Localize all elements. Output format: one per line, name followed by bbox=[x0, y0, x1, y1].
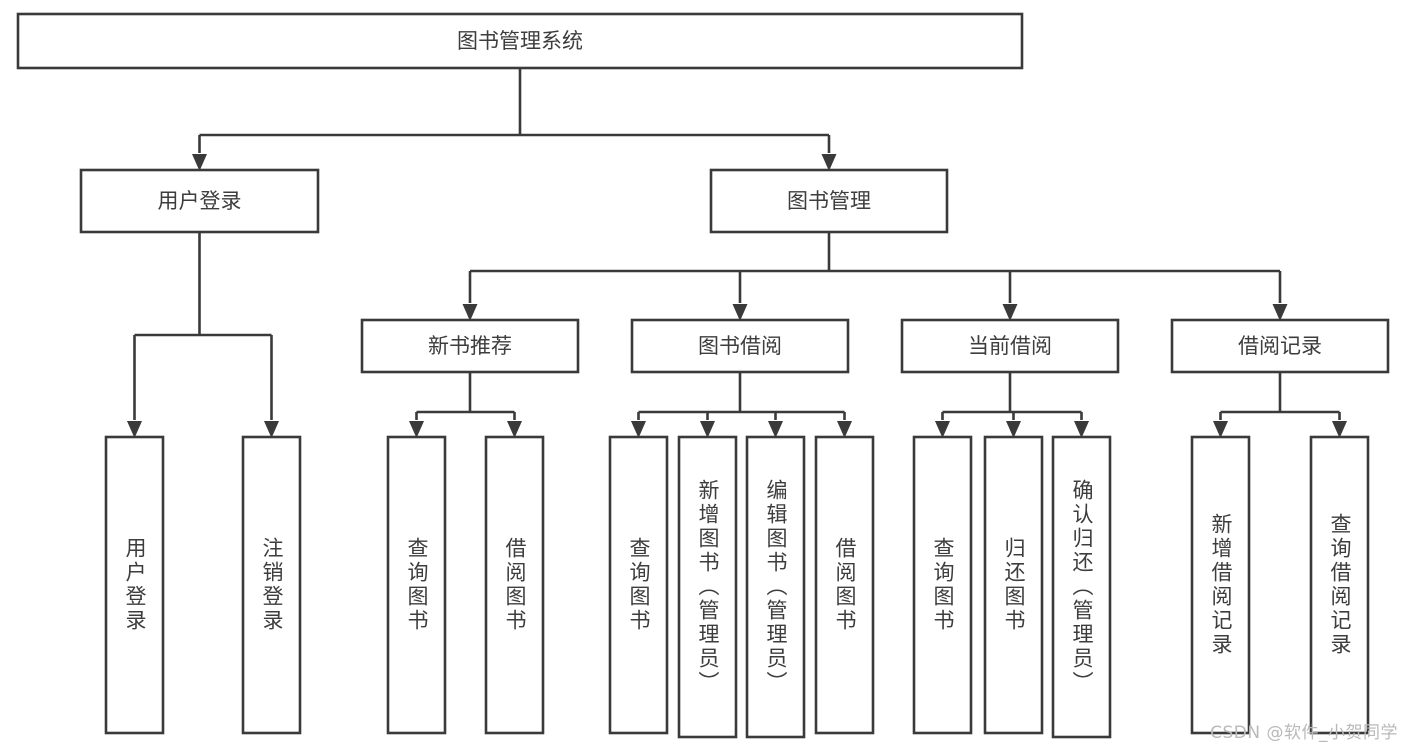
node-box-user-login[interactable] bbox=[79, 168, 320, 234]
node-box-bb-query-book[interactable] bbox=[608, 435, 669, 735]
node-box-cb-query-book[interactable] bbox=[912, 435, 973, 735]
arrow-head-icon bbox=[935, 421, 950, 438]
arrow-head-icon bbox=[192, 154, 207, 171]
node-box-cb-return-book[interactable] bbox=[983, 435, 1044, 735]
arrow-head-icon bbox=[127, 421, 142, 438]
arrow-head-icon bbox=[1074, 421, 1089, 438]
node-label-borrow-record: 借阅记录 bbox=[1238, 334, 1322, 358]
arrow-head-icon bbox=[1272, 304, 1288, 321]
node-label-user-login: 用户登录 bbox=[158, 189, 242, 213]
node-box-bb-edit-book-admin[interactable] bbox=[745, 435, 806, 739]
arrow-head-icon bbox=[821, 154, 837, 171]
arrow-head-icon bbox=[1002, 304, 1018, 321]
arrow-head-icon bbox=[1006, 421, 1021, 438]
node-box-root[interactable] bbox=[16, 12, 1024, 70]
node-box-cb-confirm-return-admin[interactable] bbox=[1051, 435, 1112, 739]
arrow-head-icon bbox=[1332, 421, 1347, 438]
node-label-book-management: 图书管理 bbox=[787, 189, 871, 213]
node-label-root: 图书管理系统 bbox=[457, 29, 583, 53]
node-box-nbr-borrow-book[interactable] bbox=[484, 435, 545, 735]
node-label-book-borrow: 图书借阅 bbox=[698, 334, 782, 358]
node-box-user-logout[interactable] bbox=[241, 435, 302, 735]
arrow-head-icon bbox=[732, 304, 748, 321]
watermark-text: CSDN @软件_小贺同学 bbox=[1210, 723, 1398, 743]
node-box-user-login-do[interactable] bbox=[104, 435, 165, 735]
node-box-br-add-record[interactable] bbox=[1190, 435, 1251, 735]
arrow-head-icon bbox=[507, 421, 522, 438]
arrow-head-icon bbox=[409, 421, 424, 438]
arrow-head-icon bbox=[462, 304, 478, 321]
node-label-current-borrow: 当前借阅 bbox=[968, 334, 1052, 358]
arrow-head-icon bbox=[264, 421, 279, 438]
arrow-head-icon bbox=[700, 421, 715, 438]
arrow-head-icon bbox=[837, 421, 852, 438]
node-box-bb-borrow-book[interactable] bbox=[814, 435, 875, 735]
arrow-head-icon bbox=[631, 421, 646, 438]
node-box-br-query-record[interactable] bbox=[1309, 435, 1370, 735]
node-label-new-book-recommend: 新书推荐 bbox=[428, 334, 512, 358]
node-box-nbr-query-book[interactable] bbox=[386, 435, 447, 735]
arrow-head-icon bbox=[768, 421, 783, 438]
arrow-head-icon bbox=[1213, 421, 1228, 438]
node-box-bb-add-book-admin[interactable] bbox=[677, 435, 738, 739]
